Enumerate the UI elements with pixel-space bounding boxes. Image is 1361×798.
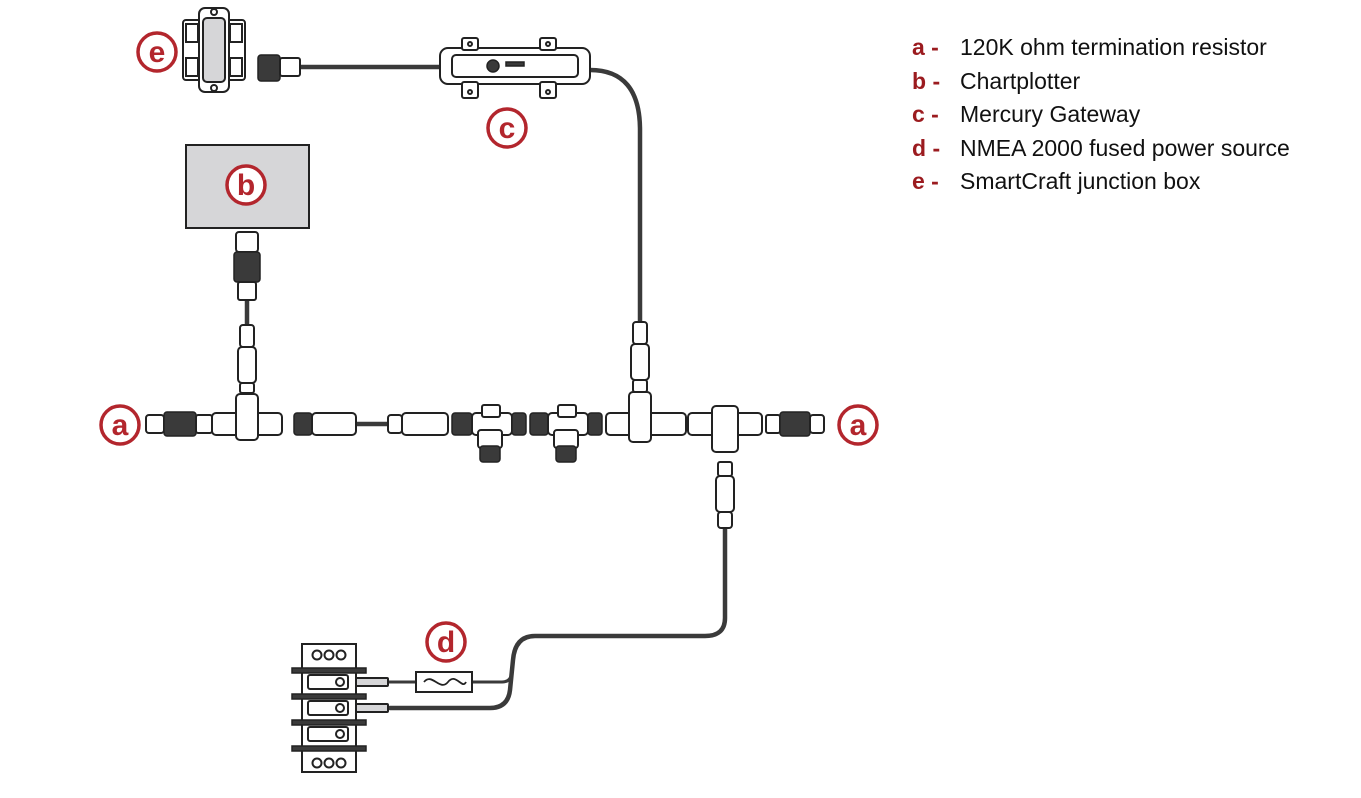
termination-resistor-right [765, 411, 825, 437]
legend-item-b: b - Chartplotter [912, 65, 1290, 99]
legend-text: SmartCraft junction box [960, 168, 1201, 195]
callout-c-letter: c [499, 112, 516, 145]
inline-connector [293, 412, 357, 436]
backbone [145, 391, 825, 463]
tee-connector-open-2 [529, 404, 603, 463]
callout-b: b [225, 164, 267, 206]
callout-e: e [136, 31, 178, 73]
legend-text: Mercury Gateway [960, 101, 1141, 128]
tee-connector-chartplotter [211, 393, 283, 441]
power-drop-cable [387, 524, 728, 711]
gateway-drop-cable [587, 67, 643, 325]
tee-connector-power [687, 405, 763, 453]
callout-e-circle [136, 31, 178, 73]
callout-d: d [425, 621, 467, 663]
callout-c-circle [486, 107, 528, 149]
smartcraft-junction-box [182, 7, 301, 93]
callout-c: c [486, 107, 528, 149]
legend-key: d - [912, 134, 941, 161]
callout-d-circle [425, 621, 467, 663]
callout-a-right-circle [837, 404, 879, 446]
fuse-lead-right [470, 668, 514, 684]
callout-a-left-circle [99, 404, 141, 446]
legend-item-d: d - NMEA 2000 fused power source [912, 132, 1290, 166]
callout-d-letter: d [437, 626, 455, 659]
callout-b-letter: b [237, 169, 255, 202]
cables [244, 64, 728, 711]
legend-text: 120K ohm termination resistor [960, 34, 1267, 61]
inline-connector-2 [387, 412, 449, 436]
callout-b-circle [225, 164, 267, 206]
callout-a-left: a [99, 404, 141, 446]
legend-key: a - [912, 34, 939, 61]
drop-connectors [237, 321, 735, 529]
legend-item-a: a - 120K ohm termination resistor [912, 31, 1290, 65]
tee-connector-open-1 [451, 404, 527, 463]
legend-item-c: c - Mercury Gateway [912, 98, 1290, 132]
legend-key: c - [912, 101, 939, 128]
mercury-gateway [439, 37, 591, 99]
legend: a - 120K ohm termination resistor b - Ch… [912, 31, 1290, 199]
fused-power-source [291, 643, 473, 773]
callout-a-right: a [837, 404, 879, 446]
callout-e-letter: e [149, 36, 166, 69]
legend-key: b - [912, 67, 941, 94]
termination-resistor-left [145, 411, 213, 437]
legend-key: e - [912, 168, 939, 195]
callout-a-right-letter: a [850, 409, 867, 442]
legend-text: Chartplotter [960, 67, 1081, 94]
legend-item-e: e - SmartCraft junction box [912, 165, 1290, 199]
callout-a-left-letter: a [112, 409, 129, 442]
legend-text: NMEA 2000 fused power source [960, 134, 1290, 161]
tee-connector-gateway [605, 391, 687, 443]
